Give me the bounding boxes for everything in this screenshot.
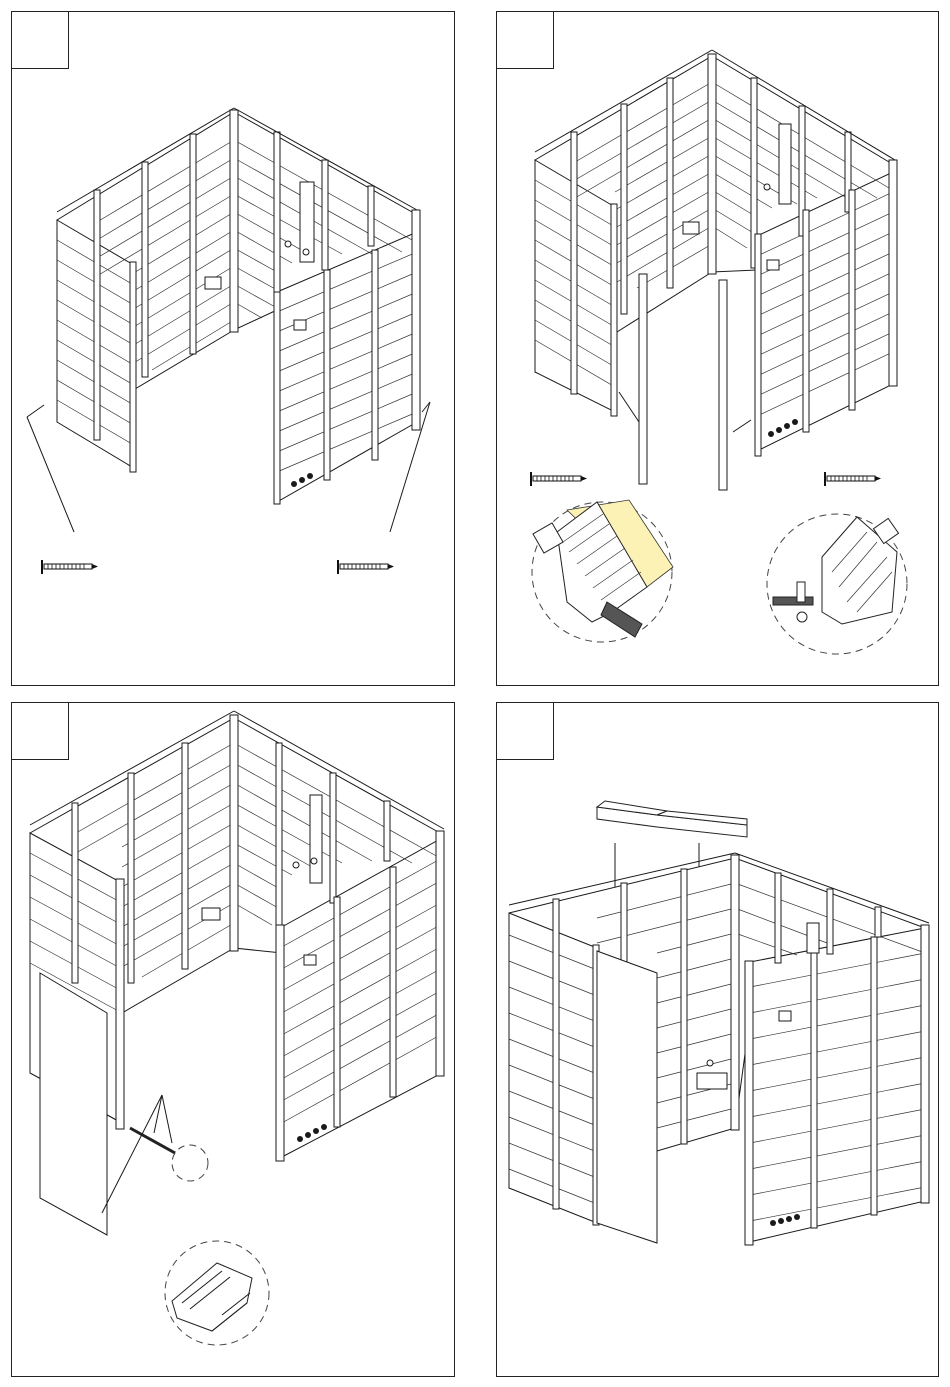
screw-icon [42,560,98,574]
window-slot [310,795,322,883]
window-slot [807,923,819,953]
step-2-panel [496,11,939,686]
door-frame-post [719,280,727,490]
screw-icon [338,560,394,574]
step-3-illustration [12,703,456,1378]
step-2-illustration [497,12,940,687]
door-panel [40,973,107,1235]
step-4-panel [496,702,939,1377]
step-3-panel [11,702,455,1377]
control-knob [285,241,291,247]
detail-marker [172,1145,208,1181]
step-1-panel [11,11,455,686]
detail-view-profile [165,1241,269,1345]
roof-cornice [597,801,747,837]
screw-icon [825,472,881,486]
door-panel [597,951,657,1243]
detail-view-left [532,500,673,642]
detail-view-right [767,514,907,654]
right-front-wall [745,928,925,1243]
control-panel [683,222,699,234]
control-panel [202,908,220,920]
step-1-illustration [12,12,456,687]
screw-icon [531,472,587,486]
control-panel [697,1073,727,1089]
control-panel [205,277,221,289]
door-frame-post [639,274,647,484]
window-slot [779,124,791,204]
step-4-illustration [497,703,940,1378]
